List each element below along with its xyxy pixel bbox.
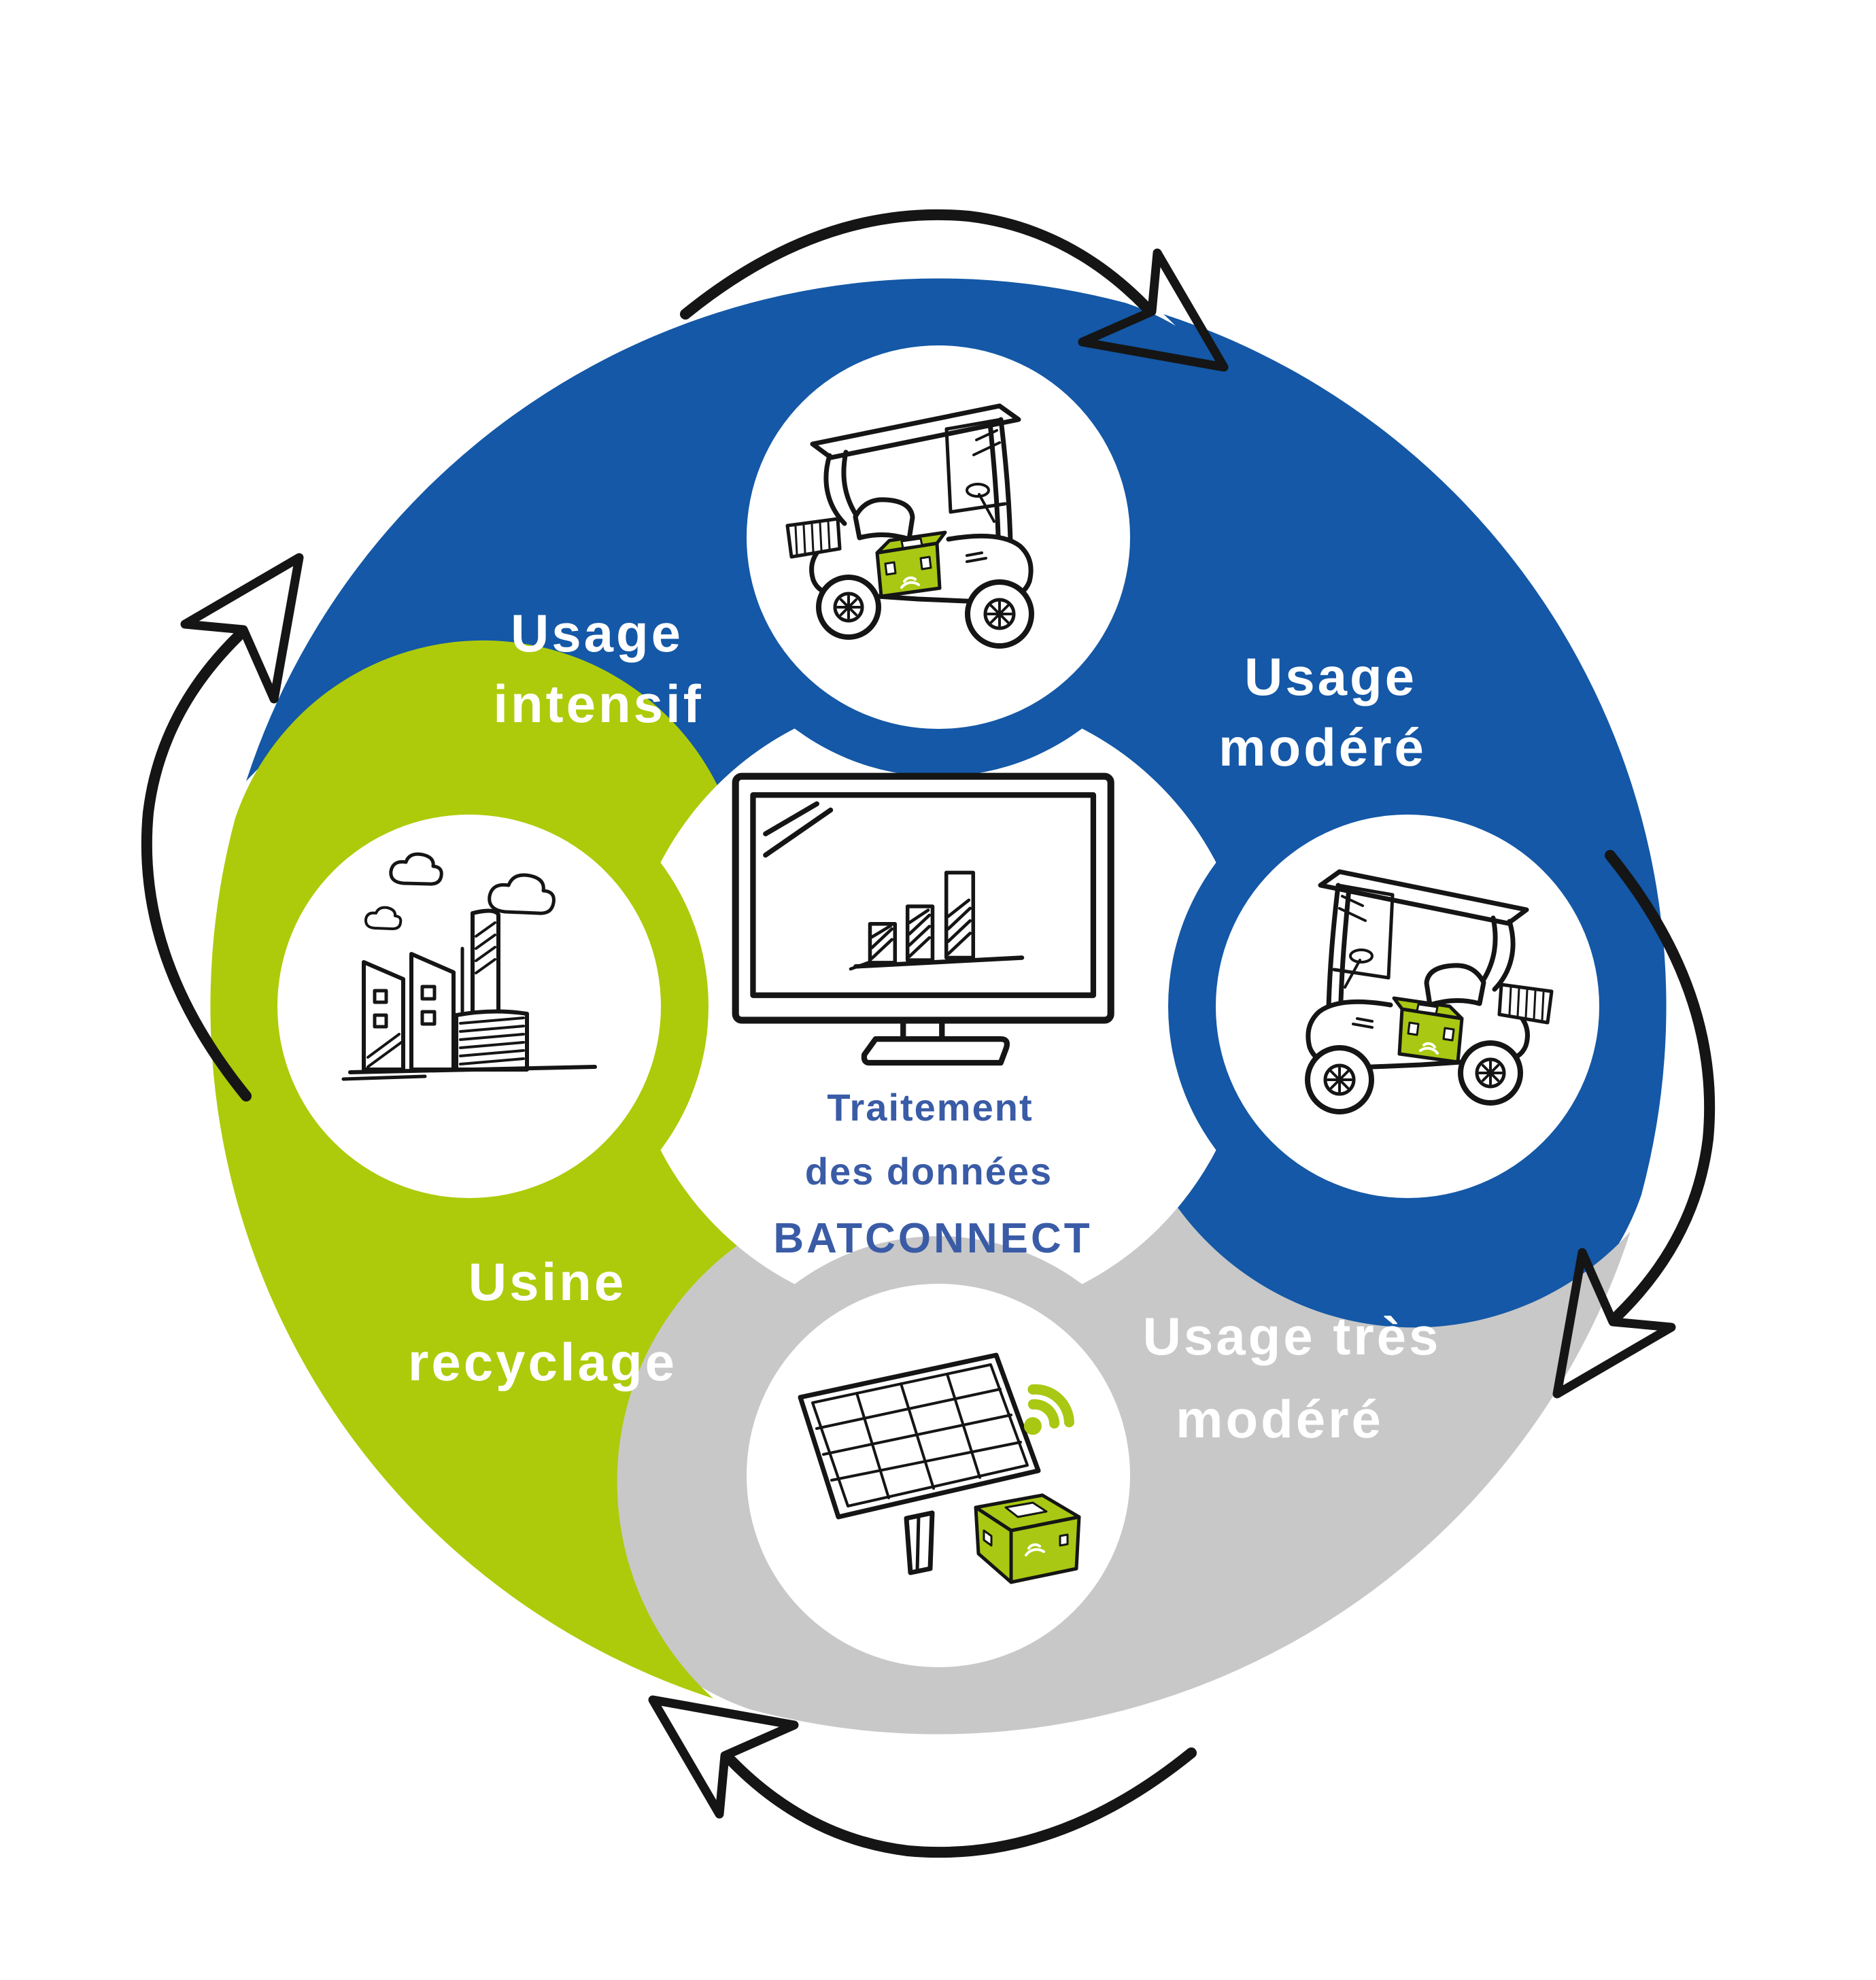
monitor-bar-chart-icon	[736, 776, 1111, 1063]
label-usine-recyclage-line1: Usine	[468, 1252, 626, 1312]
center-label-line2: des données	[805, 1150, 1053, 1193]
label-usine-recyclage-line2: recyclage	[408, 1332, 677, 1392]
label-usage-modere-line1: Usage	[1244, 647, 1417, 706]
center-label-line1: Traitement	[827, 1086, 1033, 1129]
center-label-brand: BATCONNECT	[773, 1215, 1092, 1262]
label-usage-tres-modere-line1: Usage très	[1143, 1306, 1442, 1366]
label-usage-intensif-line1: Usage	[511, 603, 683, 663]
label-usage-modere-line2: modéré	[1218, 717, 1427, 777]
illustration-circle-usine-recyclage	[277, 815, 661, 1198]
label-usage-intensif-line2: intensif	[493, 674, 703, 734]
label-usage-tres-modere-line2: modéré	[1176, 1389, 1384, 1449]
